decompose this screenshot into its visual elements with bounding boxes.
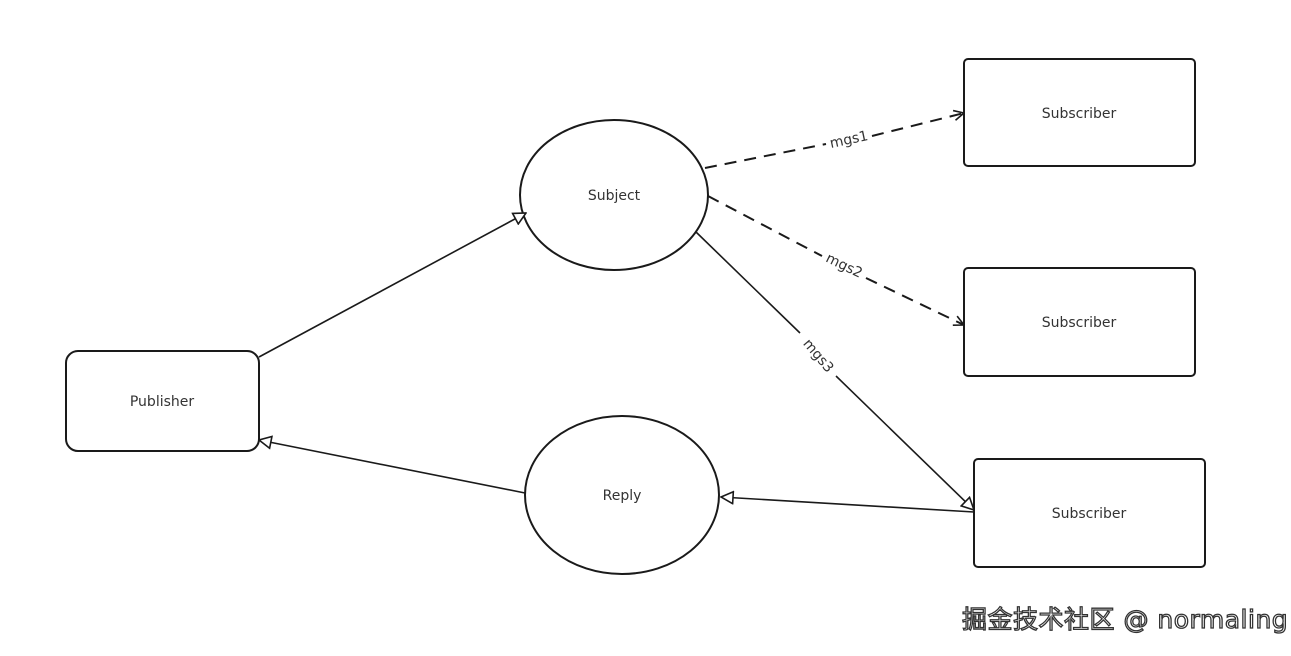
edge-msg3-label: mgs3	[799, 336, 836, 376]
edge-subscriber3-to-reply	[721, 497, 975, 513]
edge-msg1	[704, 143, 827, 169]
subscriber-2-label: Subscriber	[1042, 315, 1117, 331]
subscriber-node-3[interactable]: Subscriber	[973, 458, 1206, 568]
edge-reply-to-publisher	[259, 440, 526, 494]
subject-label: Subject	[588, 188, 641, 204]
subscriber-3-label: Subscriber	[1052, 506, 1127, 522]
edge-publisher-to-subject	[258, 213, 526, 358]
publisher-label: Publisher	[130, 394, 195, 410]
edge-msg1-tail	[871, 113, 964, 137]
edge-msg2-tail	[865, 277, 964, 325]
edge-msg3-tail	[835, 375, 974, 510]
edge-msg2-label: mgs2	[823, 250, 865, 281]
subscriber-node-1[interactable]: Subscriber	[963, 58, 1196, 167]
reply-node[interactable]: Reply	[524, 415, 720, 575]
publisher-node[interactable]: Publisher	[65, 350, 260, 452]
edge-msg1-label: mgs1	[828, 128, 869, 152]
edge-msg3	[695, 231, 801, 334]
watermark-text: 掘金技术社区 @ normaling	[961, 604, 1289, 634]
edge-msg2	[707, 195, 823, 257]
reply-label: Reply	[603, 488, 642, 504]
subscriber-1-label: Subscriber	[1042, 106, 1117, 122]
subject-node[interactable]: Subject	[519, 119, 709, 271]
subscriber-node-2[interactable]: Subscriber	[963, 267, 1196, 377]
